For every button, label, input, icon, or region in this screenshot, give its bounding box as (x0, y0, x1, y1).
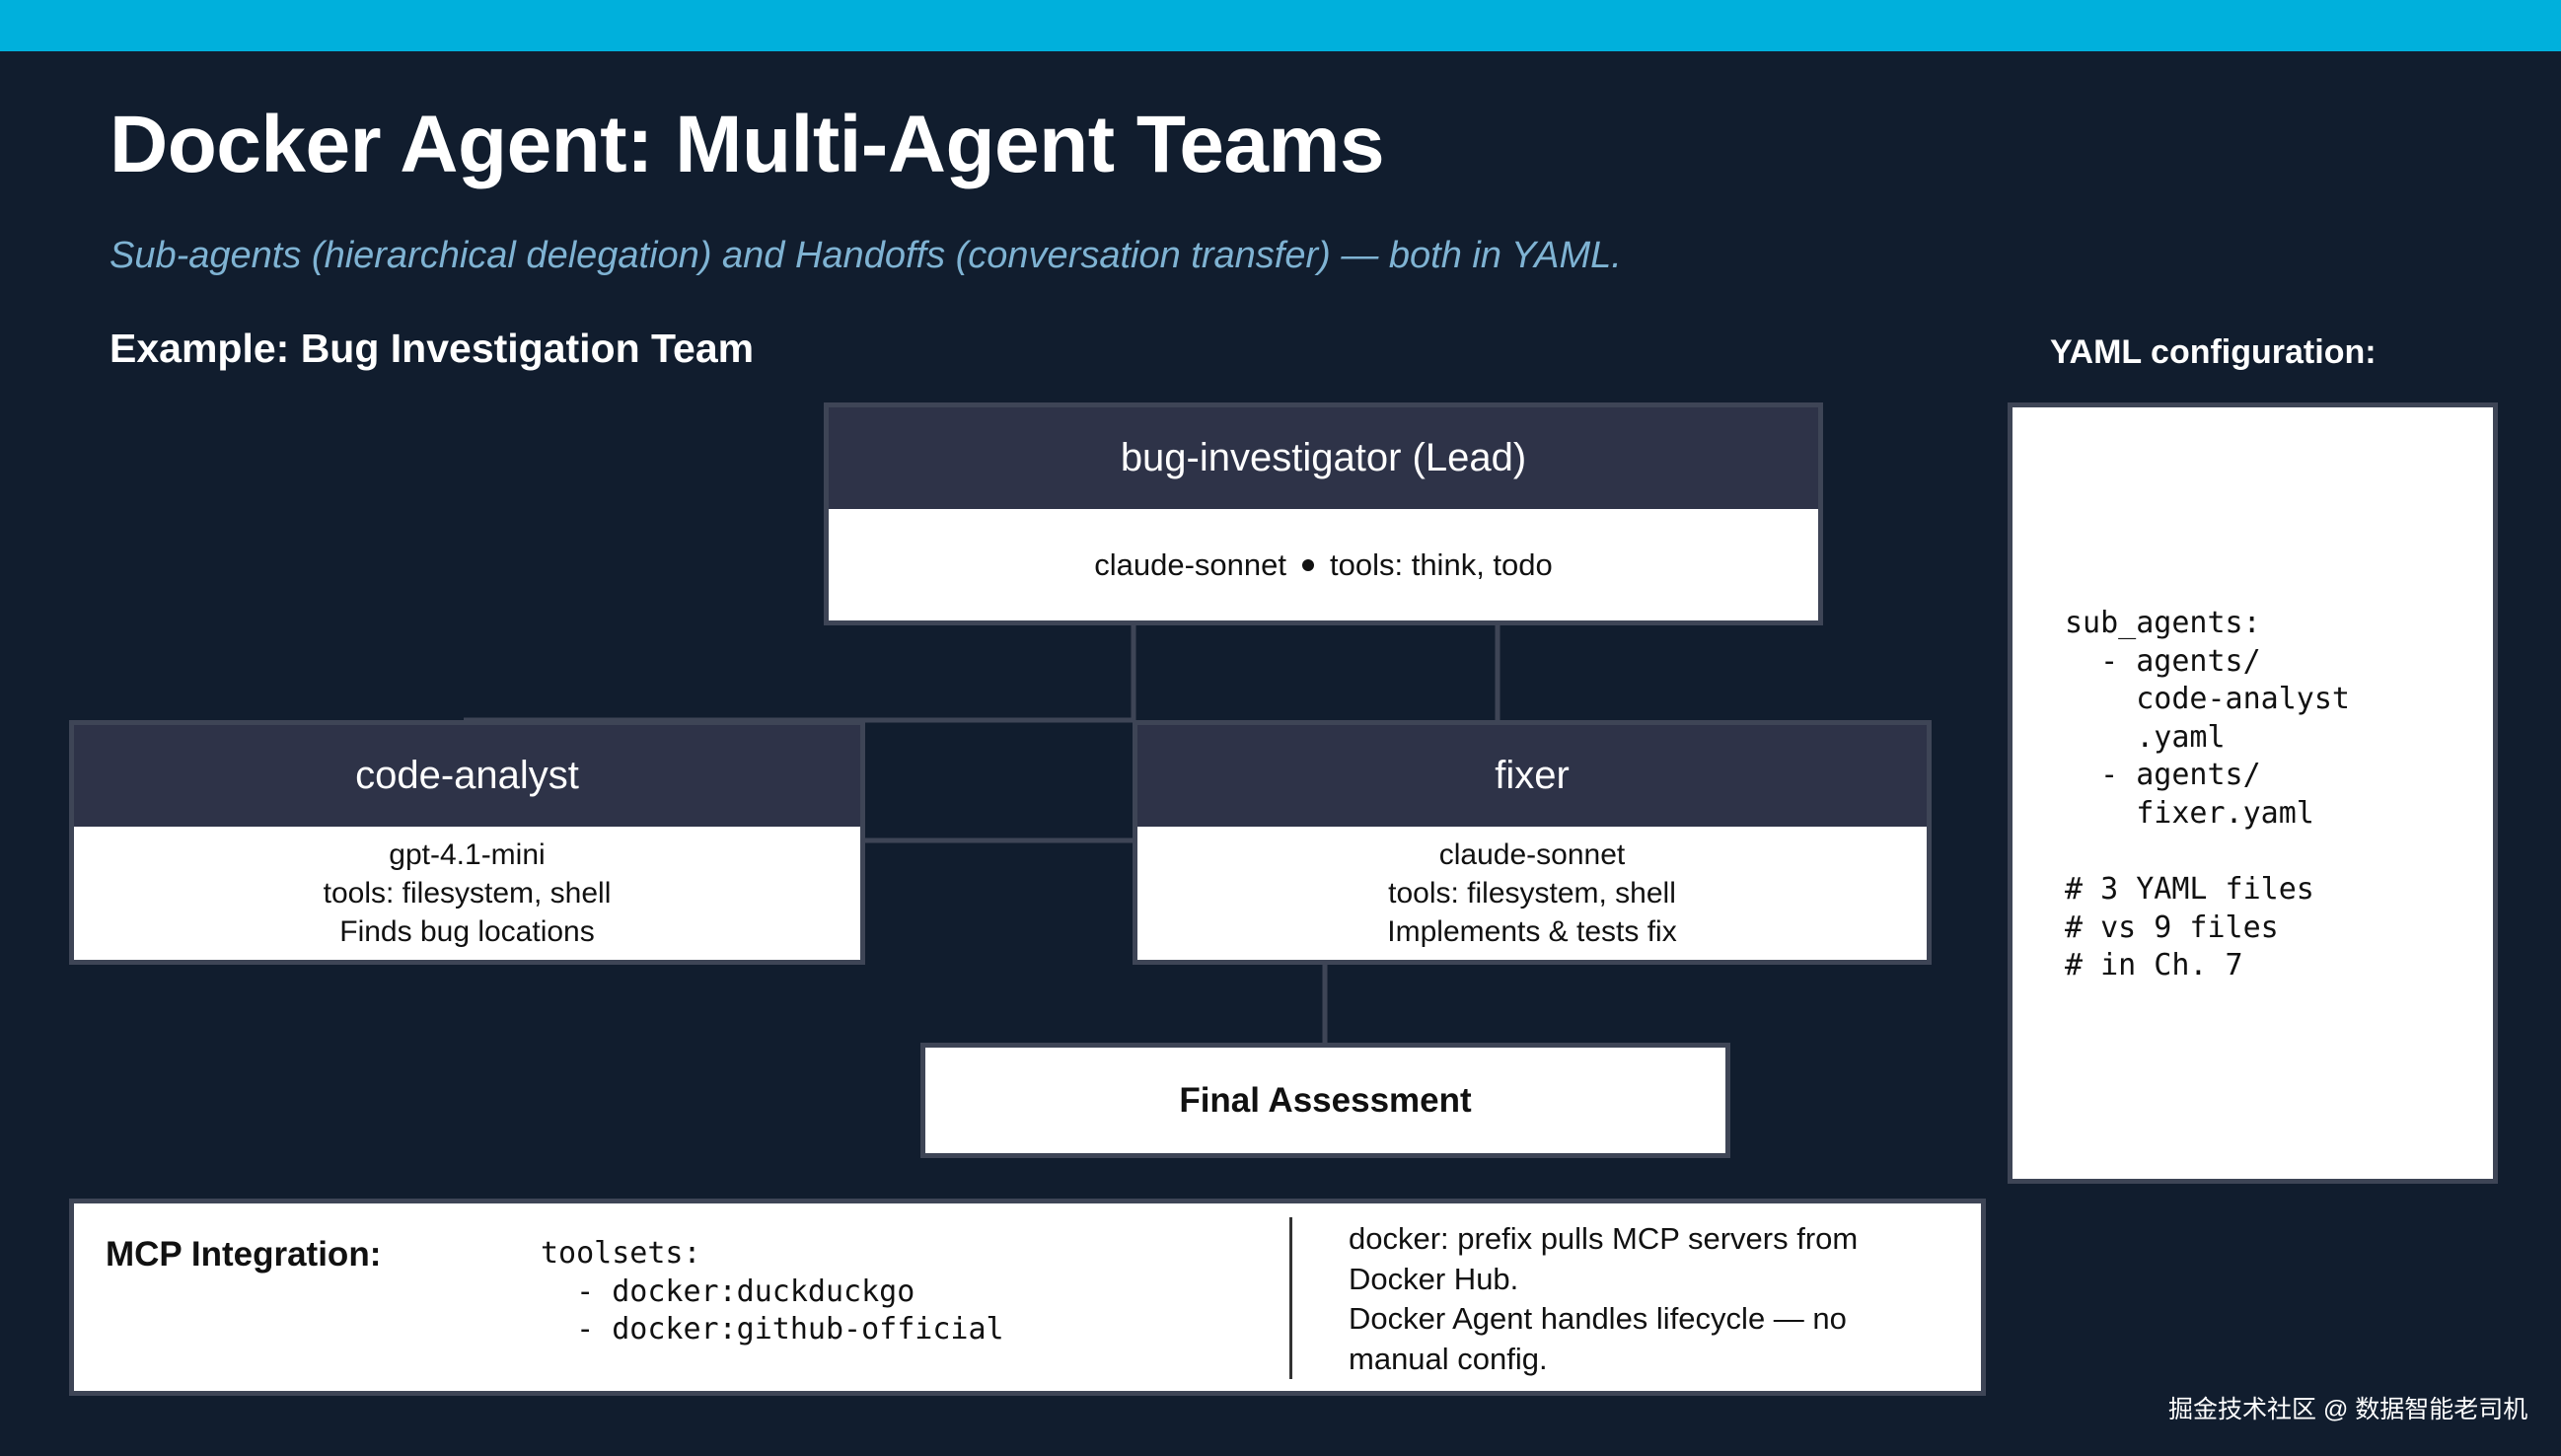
code-analyst-title: code-analyst (74, 725, 860, 827)
lead-agent-box: bug-investigator (Lead) claude-sonnet to… (824, 402, 1823, 625)
mcp-note-line: docker: prefix pulls MCP servers from (1349, 1221, 1859, 1256)
mcp-note-line: Docker Agent handles lifecycle — no (1349, 1301, 1847, 1336)
code-analyst-model: gpt-4.1-mini (389, 838, 546, 871)
lead-agent-details: claude-sonnet tools: think, todo (829, 509, 1818, 620)
code-analyst-role: Finds bug locations (339, 915, 595, 948)
mcp-integration-panel: MCP Integration: toolsets: - docker:duck… (69, 1199, 1986, 1396)
page-title: Docker Agent: Multi-Agent Teams (110, 100, 1385, 189)
fixer-box: fixer claude-sonnet tools: filesystem, s… (1133, 720, 1932, 965)
fixer-role: Implements & tests fix (1387, 915, 1677, 948)
example-heading: Example: Bug Investigation Team (110, 326, 755, 371)
mcp-note-line: manual config. (1349, 1341, 1548, 1376)
yaml-config-panel: sub_agents: - agents/ code-analyst .yaml… (2008, 402, 2498, 1184)
yaml-heading: YAML configuration: (2050, 333, 2377, 371)
final-assessment-box: Final Assessment (920, 1043, 1730, 1158)
mcp-label: MCP Integration: (106, 1235, 382, 1274)
page-subtitle: Sub-agents (hierarchical delegation) and… (110, 235, 1622, 276)
mcp-divider (1289, 1217, 1292, 1379)
lead-agent-title: bug-investigator (Lead) (829, 407, 1818, 509)
fixer-model: claude-sonnet (1438, 838, 1626, 871)
code-analyst-box: code-analyst gpt-4.1-mini tools: filesys… (69, 720, 865, 965)
mcp-note-line: Docker Hub. (1349, 1261, 1519, 1296)
code-analyst-tools: tools: filesystem, shell (323, 877, 612, 910)
lead-agent-model: claude-sonnet (1094, 546, 1286, 582)
mcp-code-block: toolsets: - docker:duckduckgo - docker:g… (541, 1236, 1004, 1347)
lead-agent-tools: tools: think, todo (1330, 546, 1553, 582)
watermark: 掘金技术社区 @ 数据智能老司机 (2168, 1396, 2528, 1423)
code-analyst-details: gpt-4.1-mini tools: filesystem, shell Fi… (74, 827, 860, 960)
top-accent-bar (0, 0, 2561, 51)
yaml-code-block: sub_agents: - agents/ code-analyst .yaml… (2065, 606, 2350, 983)
fixer-title: fixer (1137, 725, 1927, 827)
fixer-tools: tools: filesystem, shell (1388, 877, 1676, 910)
mcp-notes: docker: prefix pulls MCP servers from Do… (1349, 1219, 1858, 1379)
bullet-dot-icon (1302, 558, 1314, 571)
fixer-details: claude-sonnet tools: filesystem, shell I… (1137, 827, 1927, 960)
